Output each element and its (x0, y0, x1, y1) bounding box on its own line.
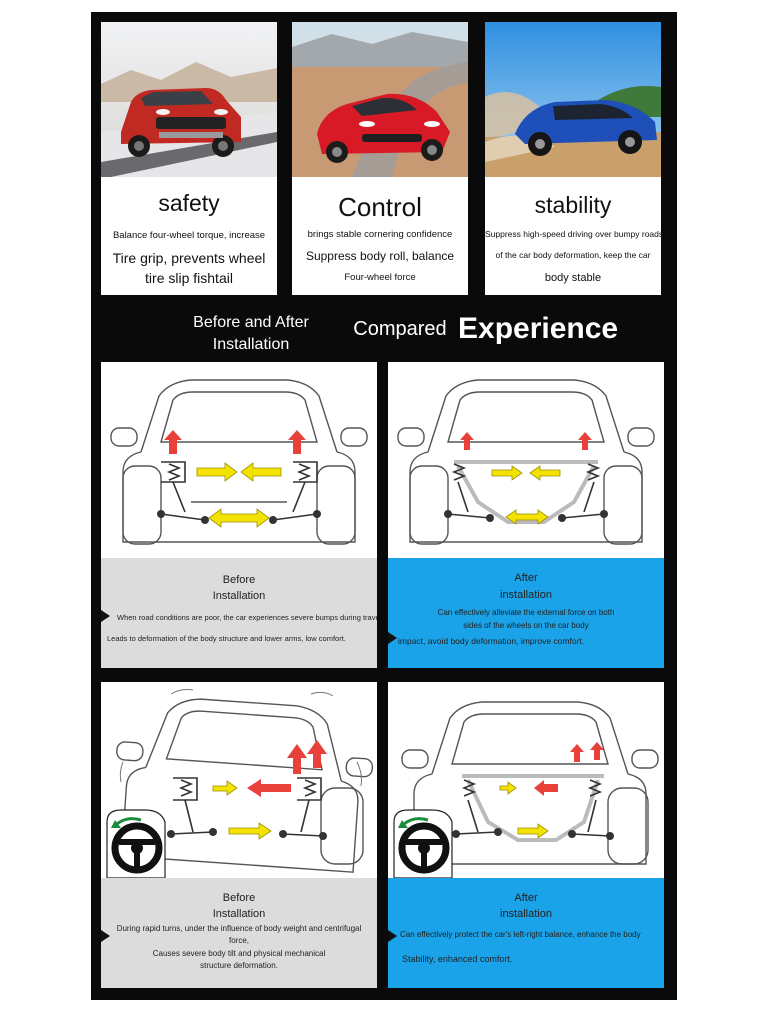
feature-line: tire slip fishtail (145, 270, 233, 286)
feature-line: of the car body deformation, keep the ca… (495, 250, 651, 260)
caption-text: impact, avoid body deformation, improve … (398, 636, 585, 646)
heading-compared: Compared (353, 318, 447, 340)
caption-text: During rapid turns, under the influence … (116, 924, 362, 945)
feature-card-stability: stability Suppress high-speed driving ov… (485, 22, 661, 295)
feature-line: Four-wheel force (344, 272, 416, 283)
caption-title: installation (500, 589, 552, 601)
panel-caption: After installation Can effectively allev… (388, 558, 664, 668)
caption-pointer (101, 930, 110, 942)
feature-line: Tire grip, prevents wheel (112, 250, 266, 266)
caption-pointer (388, 632, 397, 644)
caption-title: After (514, 892, 538, 904)
heading-experience: Experience (458, 312, 619, 345)
comparison-panel-before-turn: Before Installation During rapid turns, … (101, 682, 377, 988)
caption-text: Stability, enhanced comfort. (402, 954, 513, 964)
caption-text: Leads to deformation of the body structu… (107, 634, 346, 643)
steering-wheel-icon (393, 809, 453, 878)
caption-title: After (514, 572, 538, 584)
panel-caption: Before Installation When road conditions… (101, 558, 377, 668)
comparison-panel-after-turn: After installation Can effectively prote… (388, 682, 664, 988)
feature-line: Suppress high-speed driving over bumpy r… (485, 229, 661, 239)
car-suspension-diagram (110, 379, 368, 545)
caption-title: Before (222, 892, 256, 904)
car-suspension-diagram (397, 379, 655, 545)
feature-line: brings stable cornering confidence (307, 229, 453, 240)
feature-title: Control (338, 192, 422, 222)
caption-title: Before (222, 574, 256, 586)
feature-line: Balance four-wheel torque, increase (112, 230, 266, 241)
car-cornering-diagram (106, 689, 374, 878)
steering-wheel-icon (106, 809, 166, 878)
car-cornering-diagram (393, 701, 659, 878)
feature-title: stability (534, 192, 612, 218)
comparison-panel-before-bumps: Before Installation When road conditions… (101, 362, 377, 668)
feature-card-control: Control brings stable cornering confiden… (292, 22, 468, 295)
caption-title: installation (500, 908, 552, 920)
caption-text: Can effectively protect the car's left-r… (400, 930, 641, 939)
feature-line: body stable (544, 272, 602, 284)
panel-caption: Before Installation During rapid turns, … (101, 878, 377, 988)
feature-title: safety (158, 190, 220, 216)
caption-text: When road conditions are poor, the car e… (117, 613, 377, 622)
caption-title: Installation (212, 590, 266, 602)
feature-card-safety: safety Balance four-wheel torque, increa… (101, 22, 277, 295)
offroad-car-photo (485, 22, 661, 177)
snowy-suv-photo (101, 22, 277, 177)
caption-pointer (101, 610, 110, 622)
panel-caption: After installation Can effectively prote… (388, 878, 664, 988)
caption-text: Can effectively alleviate the external f… (437, 608, 615, 630)
heading-before-after: Before and After Installation (176, 312, 326, 356)
heading-line: Installation (212, 336, 290, 353)
comparison-panel-after-bumps: After installation Can effectively allev… (388, 362, 664, 668)
sports-car-photo (292, 22, 468, 177)
caption-title: Installation (212, 908, 266, 920)
heading-line: Before and After (193, 314, 309, 331)
caption-text: Causes severe body tilt and physical mec… (152, 949, 326, 970)
caption-pointer (388, 930, 397, 942)
feature-line: Suppress body roll, balance (305, 249, 455, 263)
